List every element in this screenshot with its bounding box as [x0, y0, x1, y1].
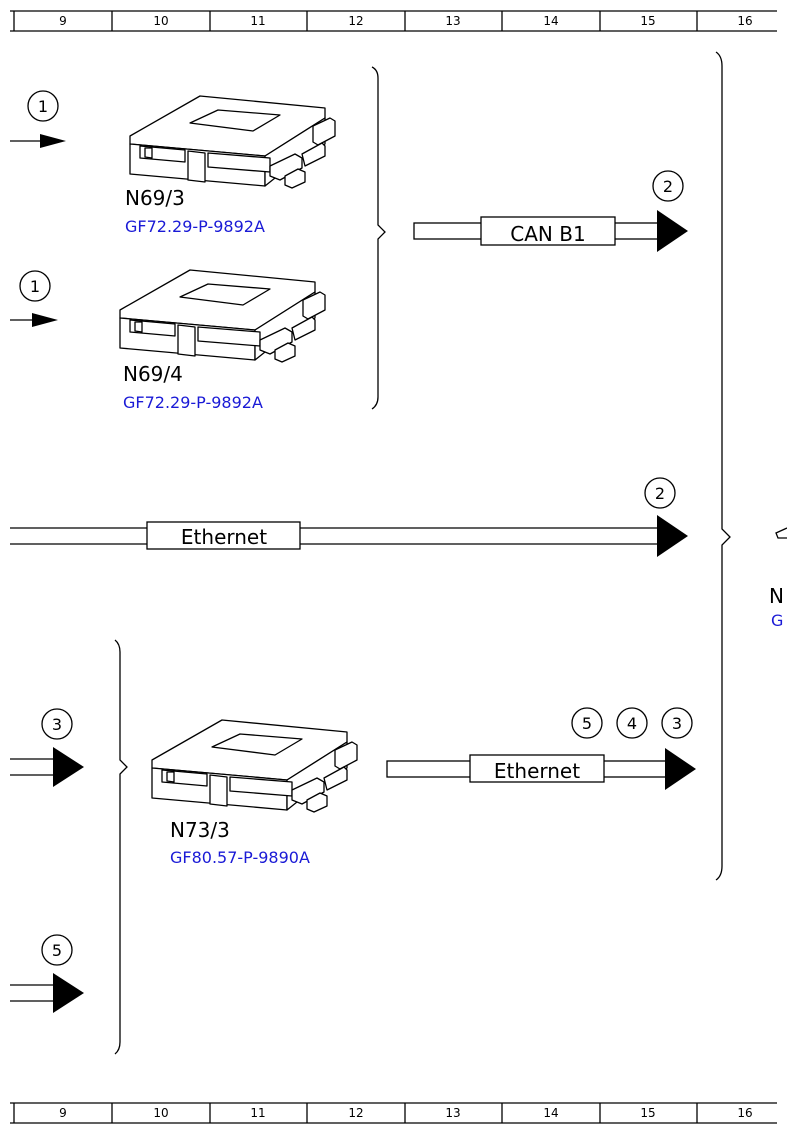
marker-label: 3 — [52, 715, 62, 734]
marker-label: 1 — [30, 277, 40, 296]
component-link-fragment[interactable]: G — [771, 611, 783, 630]
marker-label: 5 — [52, 941, 62, 960]
component-doc-link[interactable]: GF72.29-P-9892A — [125, 217, 265, 236]
input-arrow-head — [53, 973, 84, 1013]
marker-circle — [644, 477, 676, 509]
marker-label: 3 — [672, 714, 682, 733]
group-brace — [114, 639, 128, 1055]
bus-label: Ethernet — [181, 525, 267, 549]
grid-col-label: 11 — [250, 14, 265, 28]
marker-circle — [41, 708, 73, 740]
grid-col-label: 9 — [59, 1106, 67, 1120]
marker-label: 5 — [582, 714, 592, 733]
component-n73-3: N73/3 GF80.57-P-9890A — [151, 719, 358, 867]
bus-arrow-head — [665, 748, 696, 790]
grid-col-label: 13 — [445, 1106, 460, 1120]
component-doc-link[interactable]: GF72.29-P-9892A — [123, 393, 263, 412]
ecu-module-icon — [129, 95, 336, 189]
marker-circle — [661, 707, 693, 739]
marker-circle — [41, 934, 73, 966]
ecu-module-icon — [151, 719, 358, 813]
bus-label-box — [480, 216, 616, 246]
component-label: N73/3 — [170, 818, 230, 842]
grid-col-label: 14 — [543, 1106, 558, 1120]
ecu-module-icon — [119, 269, 326, 363]
grid-col-label: 11 — [250, 1106, 265, 1120]
grid-col-label: 9 — [59, 14, 67, 28]
grid-col-label: 12 — [348, 14, 363, 28]
component-label: N69/4 — [123, 362, 183, 386]
marker-label: 2 — [663, 177, 673, 196]
can-b1-bus: 2 CAN B1 — [413, 170, 688, 252]
grid-col-label: 15 — [640, 14, 655, 28]
bus-arrow-head — [657, 515, 688, 557]
component-n69-3: 1 N69/3 GF72.29-P-9892A — [10, 90, 336, 236]
bottom-grid-bar: 9 10 11 12 13 14 15 16 — [10, 1102, 777, 1124]
top-grid-bar: 9 10 11 12 13 14 15 16 — [10, 10, 777, 32]
grid-col-label: 16 — [737, 14, 752, 28]
bus-label-box — [146, 521, 301, 550]
marker-label: 2 — [655, 484, 665, 503]
component-label: N69/3 — [125, 186, 185, 210]
bus-arrow-head — [657, 210, 688, 252]
bus-label: Ethernet — [494, 759, 580, 783]
grid-col-label: 12 — [348, 1106, 363, 1120]
ethernet-n73-bus: 5 4 3 Ethernet — [386, 707, 696, 790]
input-arrow — [10, 134, 66, 148]
marker-label: 4 — [627, 714, 637, 733]
bus-label-box — [469, 754, 605, 783]
grid-col-label: 15 — [640, 1106, 655, 1120]
grid-col-label: 10 — [153, 1106, 168, 1120]
component-n69-4: 1 N69/4 GF72.29-P-9892A — [10, 269, 326, 412]
grid-col-label: 16 — [737, 1106, 752, 1120]
marker-circle — [19, 270, 51, 302]
ethernet-main-bus: 2 Ethernet — [10, 477, 688, 557]
input-arrow-head — [53, 747, 84, 787]
input-3: 3 — [10, 708, 84, 787]
marker-label: 1 — [38, 97, 48, 116]
input-arrow — [10, 313, 58, 327]
component-doc-link[interactable]: GF80.57-P-9890A — [170, 848, 310, 867]
group-brace — [715, 51, 731, 881]
component-label-fragment: N — [769, 584, 784, 608]
bus-label: CAN B1 — [510, 222, 585, 246]
grid-col-label: 13 — [445, 14, 460, 28]
cut-off-component: N G — [769, 527, 787, 630]
marker-circle — [616, 707, 648, 739]
input-5: 5 — [10, 934, 84, 1013]
marker-circle — [652, 170, 684, 202]
marker-circle — [571, 707, 603, 739]
grid-col-label: 14 — [543, 14, 558, 28]
grid-col-label: 10 — [153, 14, 168, 28]
marker-circle — [27, 90, 59, 122]
group-brace — [371, 66, 386, 410]
